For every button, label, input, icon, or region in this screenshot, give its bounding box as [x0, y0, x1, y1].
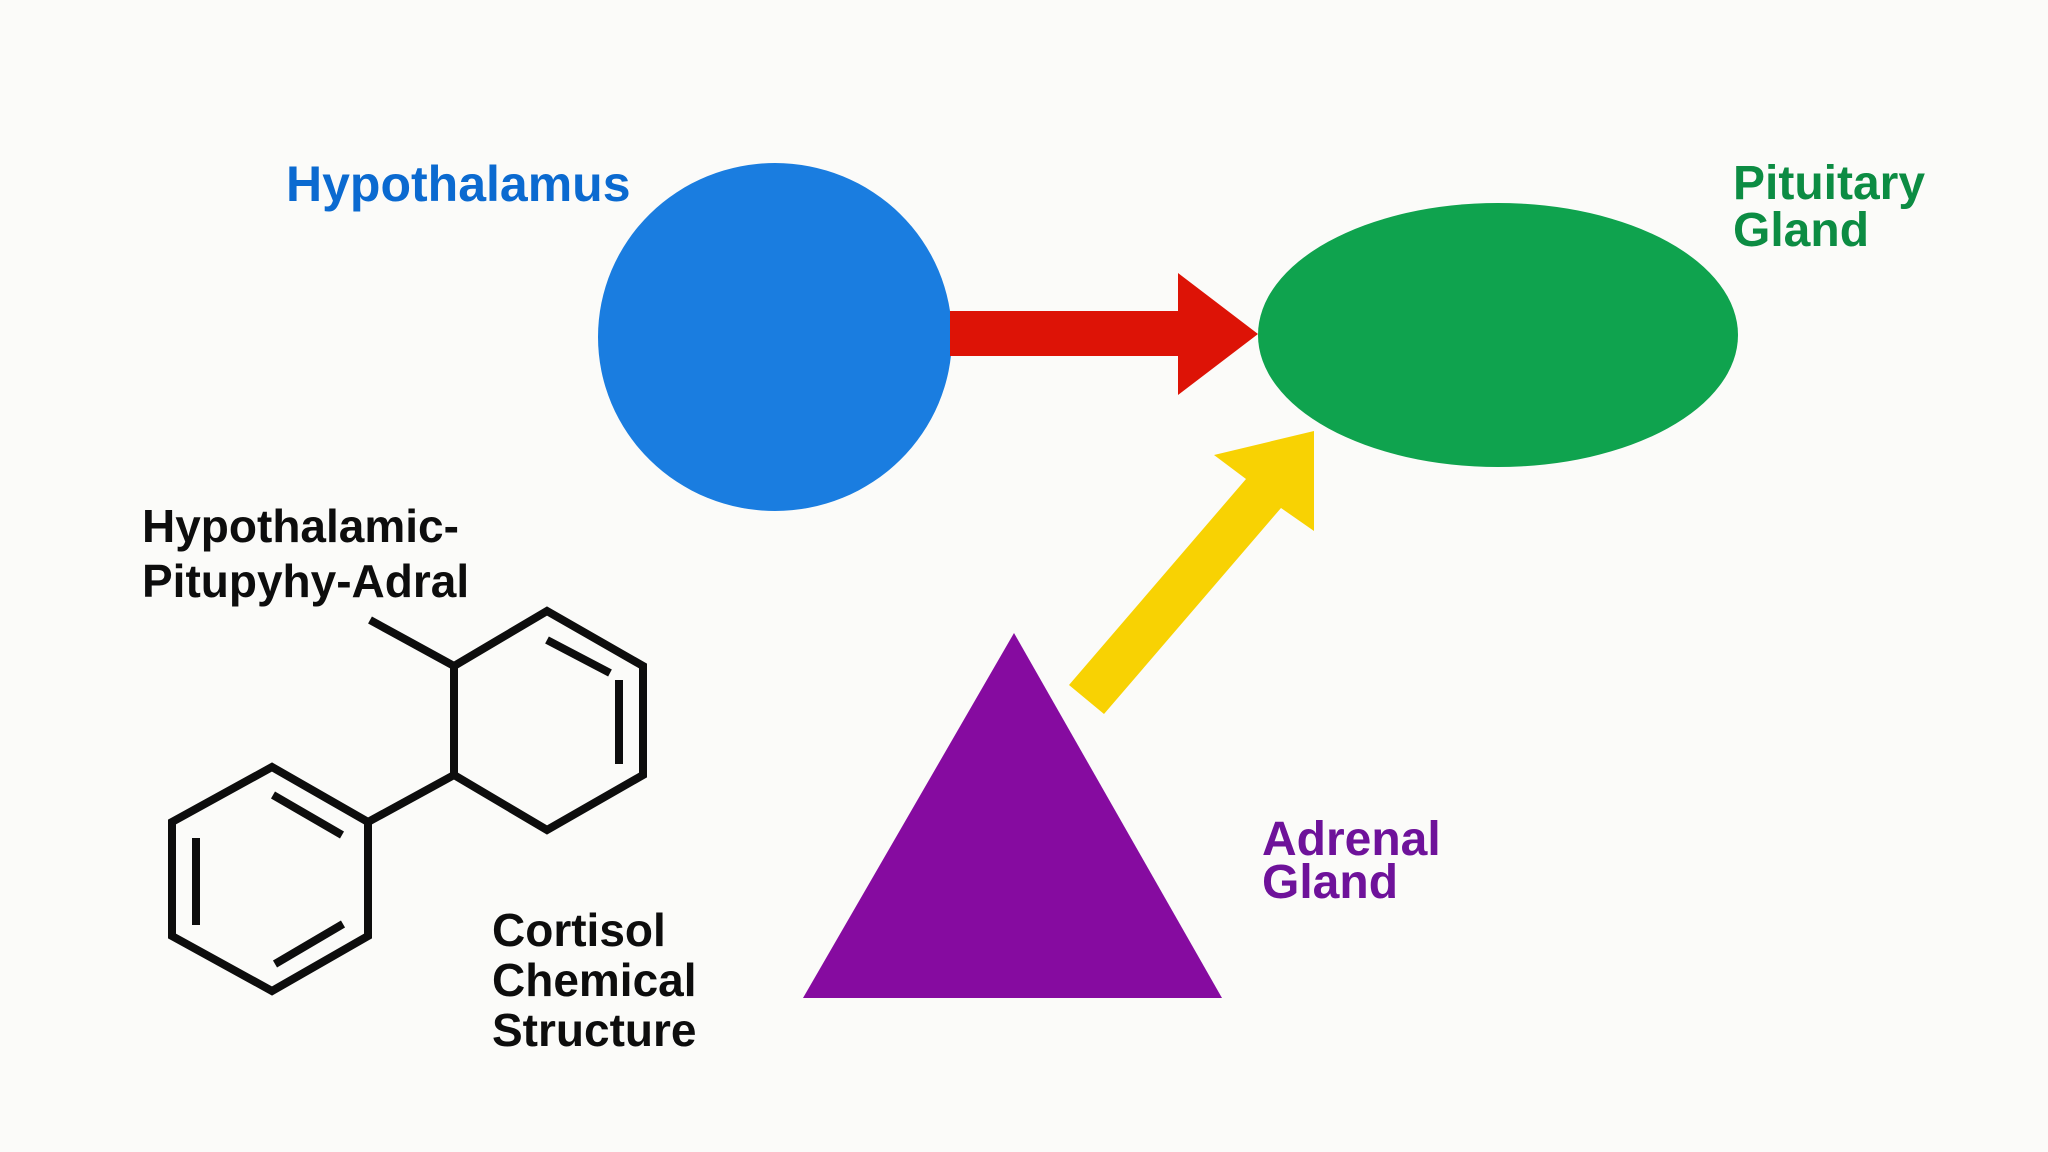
- double-bond-line: [272, 920, 346, 968]
- hypothalamus-label-line: Hypothalamus: [286, 156, 631, 212]
- hypothalamus-to-pituitary-arrow: [950, 273, 1258, 395]
- adrenal-triangle: [803, 633, 1222, 998]
- pituitary-gland-label: Pituitary Gland: [1733, 157, 1926, 257]
- methyl-bond: [368, 616, 456, 670]
- adrenal-gland-label: Adrenal Gland: [1262, 813, 1441, 909]
- pituitary-label-line-2: Gland: [1733, 204, 1870, 257]
- double-bond-line: [270, 791, 345, 839]
- benzene-ring-left: [168, 762, 372, 996]
- hpa-axis-title: Hypothalamic- Pitupyhy-Adral: [142, 499, 469, 609]
- cortisol-caption-line-1: Cortisol: [492, 904, 666, 956]
- hpa-axis-title-line-1: Hypothalamic-: [142, 500, 459, 552]
- pituitary-ellipse: [1258, 203, 1738, 467]
- connecting-bond: [366, 771, 456, 826]
- hpa-axis-title-line-2: Pitupyhy-Adral: [142, 555, 470, 607]
- double-bond-line: [545, 636, 612, 677]
- cortisol-caption-line-3: Structure: [492, 1004, 697, 1056]
- cortisol-structure-caption: Cortisol Chemical Structure: [492, 905, 697, 1055]
- cortisol-chemical-structure: [168, 606, 647, 996]
- pituitary-label-line-1: Pituitary: [1733, 157, 1926, 210]
- cortisol-caption-line-2: Chemical: [492, 954, 697, 1006]
- adrenal-to-pituitary-arrow: [1069, 431, 1314, 714]
- adrenal-label-line-1: Adrenal: [1262, 813, 1441, 866]
- hypothalamus-circle: [598, 163, 952, 511]
- hypothalamus-label: Hypothalamus: [286, 156, 631, 212]
- adrenal-label-line-2: Gland: [1262, 856, 1399, 909]
